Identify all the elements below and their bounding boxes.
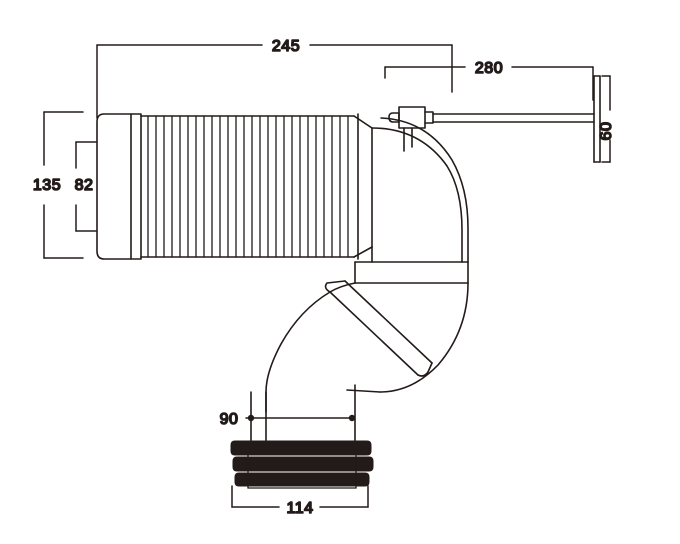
wall-plate [593, 75, 601, 163]
dimension-label-60: 60 [598, 122, 615, 141]
dimension-90-arrow-right [348, 414, 356, 422]
dimension-label-245: 245 [272, 38, 300, 55]
dimension-label-90: 90 [220, 411, 239, 428]
bend-45 [265, 280, 469, 413]
dimension-280 [384, 66, 594, 101]
support-rod [432, 113, 595, 123]
dimension-60 [601, 75, 611, 163]
dimension-135 [43, 111, 84, 259]
dimension-label-82: 82 [75, 177, 94, 194]
dimension-label-114: 114 [286, 500, 313, 517]
dimension-90-arrow-left [247, 414, 255, 422]
inlet-cuff [96, 113, 142, 260]
geometry-layer: 245 280 60 [32, 37, 616, 518]
dimension-82 [75, 141, 97, 232]
dimension-label-135: 135 [33, 177, 61, 194]
elbow-90 [371, 117, 469, 263]
dimension-label-280: 280 [475, 60, 503, 77]
collar-band [354, 261, 469, 284]
support-bracket [388, 106, 434, 152]
bellows-corrugations [147, 115, 349, 258]
floor-seal [230, 440, 374, 489]
dimension-245 [96, 44, 453, 119]
flexible-bellows [140, 115, 355, 258]
bellows-to-elbow-taper [353, 113, 373, 260]
dimension-114 [231, 485, 369, 508]
